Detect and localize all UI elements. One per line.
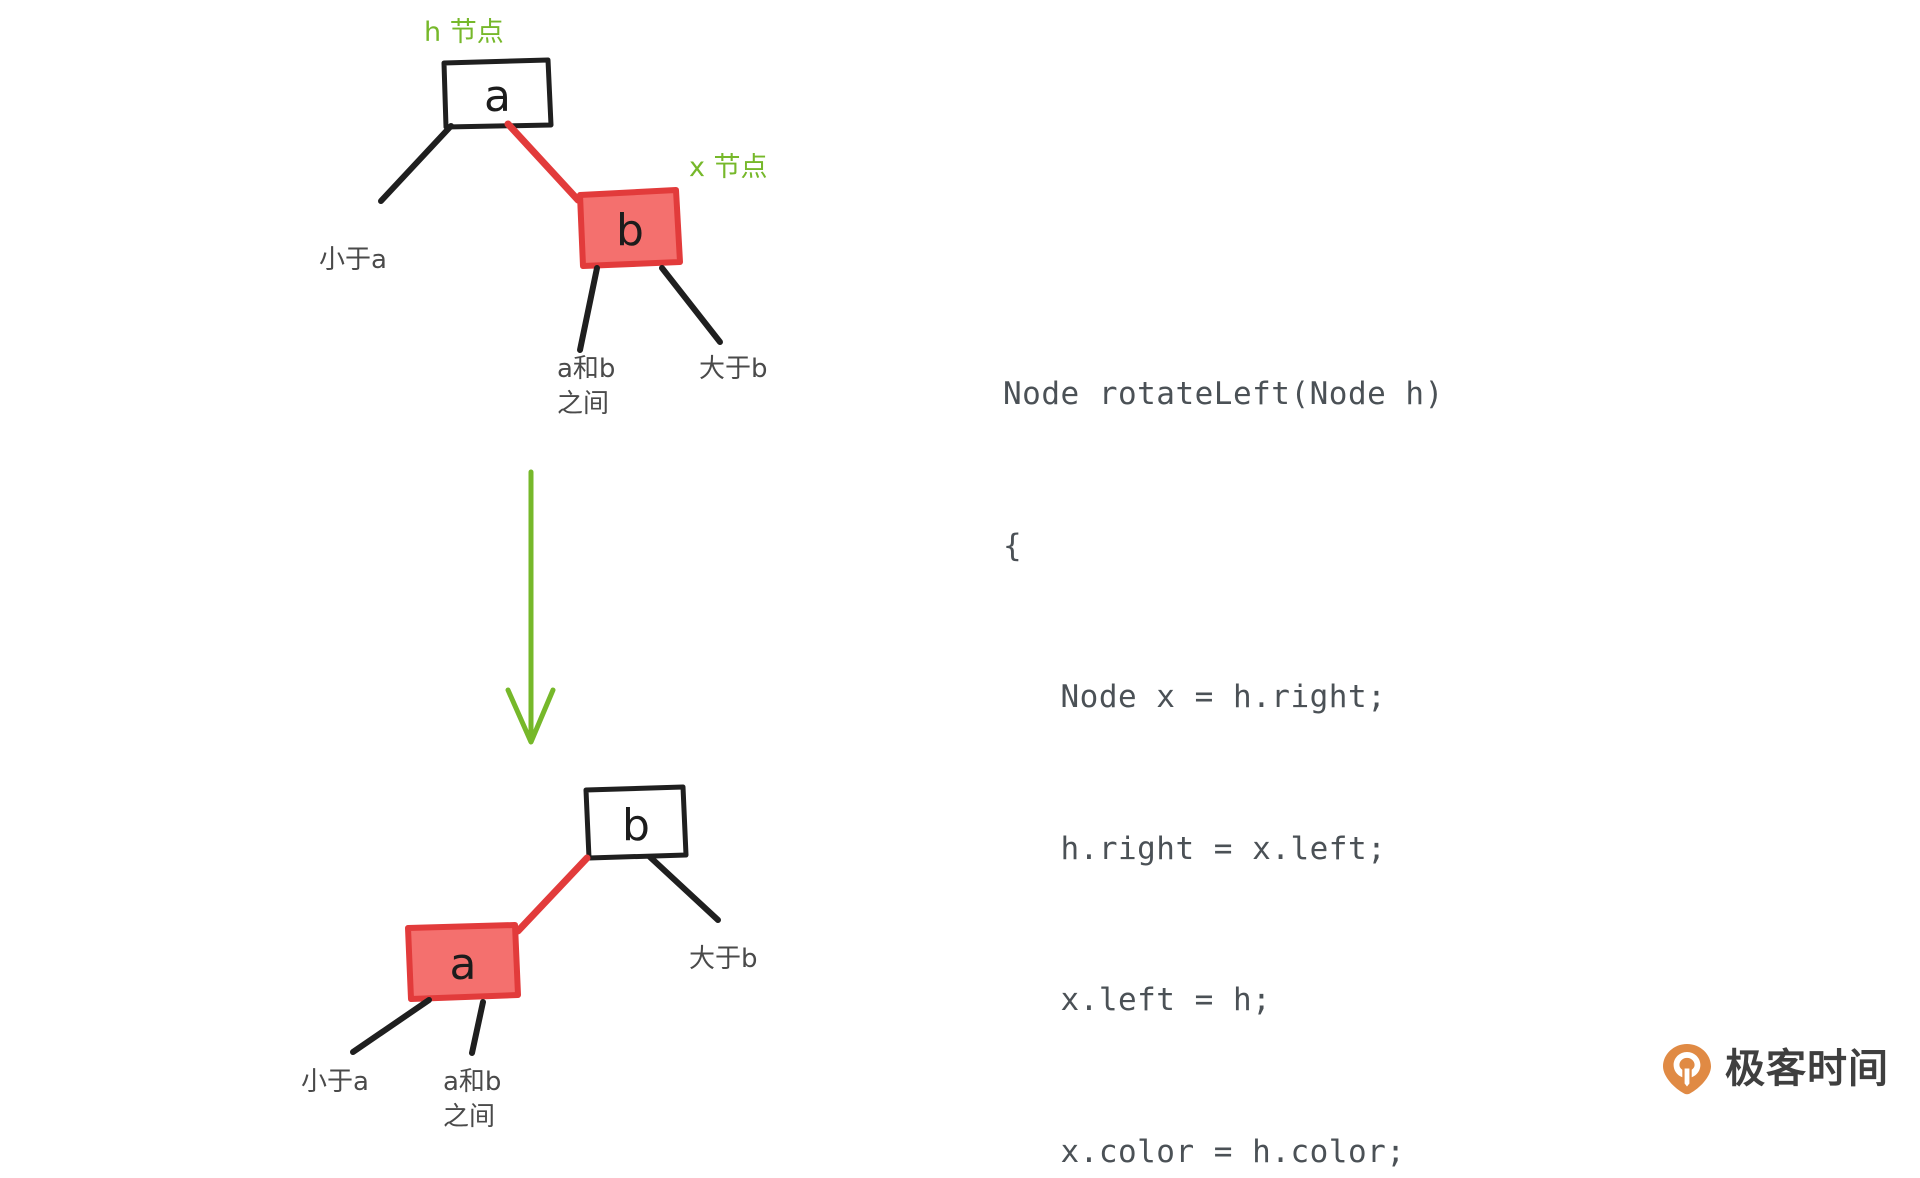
brand-name: 极客时间 — [1725, 1046, 1889, 1092]
bottom-node-b-box — [583, 784, 689, 861]
bottom-edge-b-a-red — [514, 854, 591, 935]
bottom-anno-greater-than-b: 大于b — [689, 944, 758, 974]
top-node-a-box — [441, 57, 554, 130]
bottom-edge-a-left — [350, 997, 432, 1055]
top-node-b: b — [580, 190, 680, 266]
top-edge-b-left — [577, 265, 600, 353]
top-edge-a-left — [378, 123, 454, 204]
code-line: h.right = x.left; — [1003, 830, 1387, 867]
code-line: x.left = h; — [1003, 982, 1272, 1018]
bottom-edge-b-right — [647, 854, 721, 923]
bottom-node-b-label: b — [622, 799, 650, 851]
code-line: Node rotateLeft(Node h) — [1003, 376, 1444, 412]
top-edge-a-b-red — [504, 120, 582, 204]
label-x-node: x 节点 — [689, 152, 768, 183]
code-line: Node x = h.right; — [1003, 679, 1387, 715]
transition-arrow — [505, 469, 556, 745]
top-anno-between-a-b: a和b 之间 — [557, 354, 616, 420]
code-block: Node rotateLeft(Node h) { Node x = h.rig… — [1003, 268, 1520, 1178]
bottom-node-b: b — [586, 787, 686, 858]
bottom-node-a-label: a — [449, 939, 477, 990]
top-edge-b-right — [659, 265, 723, 345]
bottom-anno-less-than-a: 小于a — [301, 1067, 369, 1097]
bottom-node-a: a — [408, 925, 518, 999]
top-node-b-box — [577, 187, 683, 269]
top-node-a-label: a — [484, 70, 511, 122]
geektime-pin-icon — [1662, 1043, 1712, 1095]
top-node-a: a — [444, 60, 551, 127]
code-line: { — [1003, 527, 1023, 564]
bottom-anno-between-a-b: a和b 之间 — [443, 1067, 502, 1133]
code-line: x.color = h.color; — [1003, 1133, 1406, 1170]
bottom-node-a-box — [405, 922, 521, 1002]
top-anno-greater-than-b: 大于b — [699, 354, 768, 384]
brand-watermark: 极客时间 — [1662, 1043, 1889, 1095]
label-h-node: h 节点 — [424, 17, 504, 48]
top-node-b-label: b — [616, 205, 644, 256]
top-anno-less-than-a: 小于a — [319, 245, 387, 275]
bottom-edge-a-mid — [469, 999, 486, 1056]
